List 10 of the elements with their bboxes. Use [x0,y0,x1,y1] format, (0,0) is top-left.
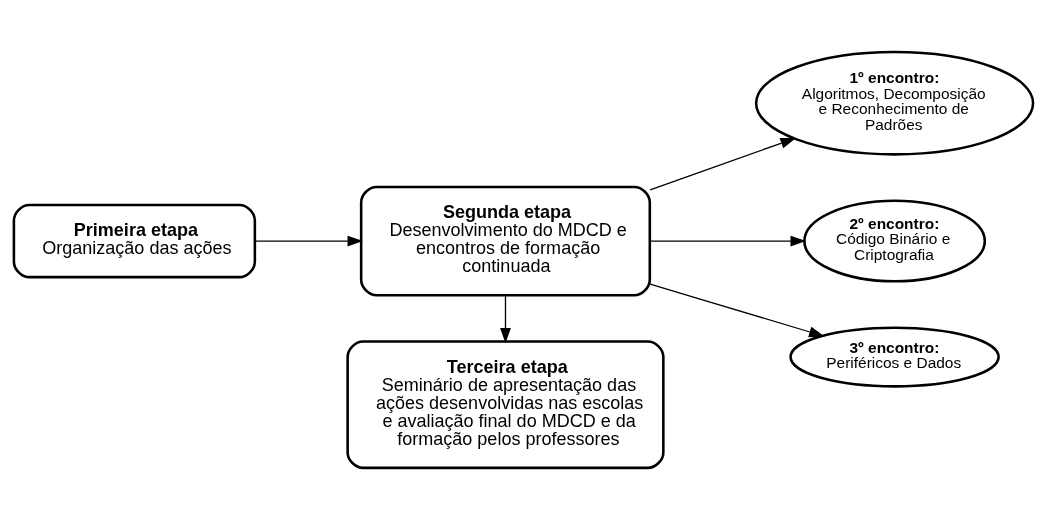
arrow [649,283,825,338]
arrow [254,235,363,247]
arrow [649,235,806,247]
node-box: Terceira etapa Seminário de apresentação das ações desenvolvidas nas escolas e avaliação final do MDCD e da formação pelos professores [346,340,665,470]
arrow [649,137,796,191]
arrow [500,294,511,344]
node-ellipse: 1º encontro: Algoritmos, Decomposição e Reconhecimento de Padrões [754,50,1035,156]
node-ellipse: 2º encontro: Código Binário e Criptografia [803,199,987,283]
node-box: Segunda etapa Desenvolvimento do MDCD e encontros de formação continuada [359,185,652,297]
node-box: Primeira etapa Organização das ações [12,203,257,279]
